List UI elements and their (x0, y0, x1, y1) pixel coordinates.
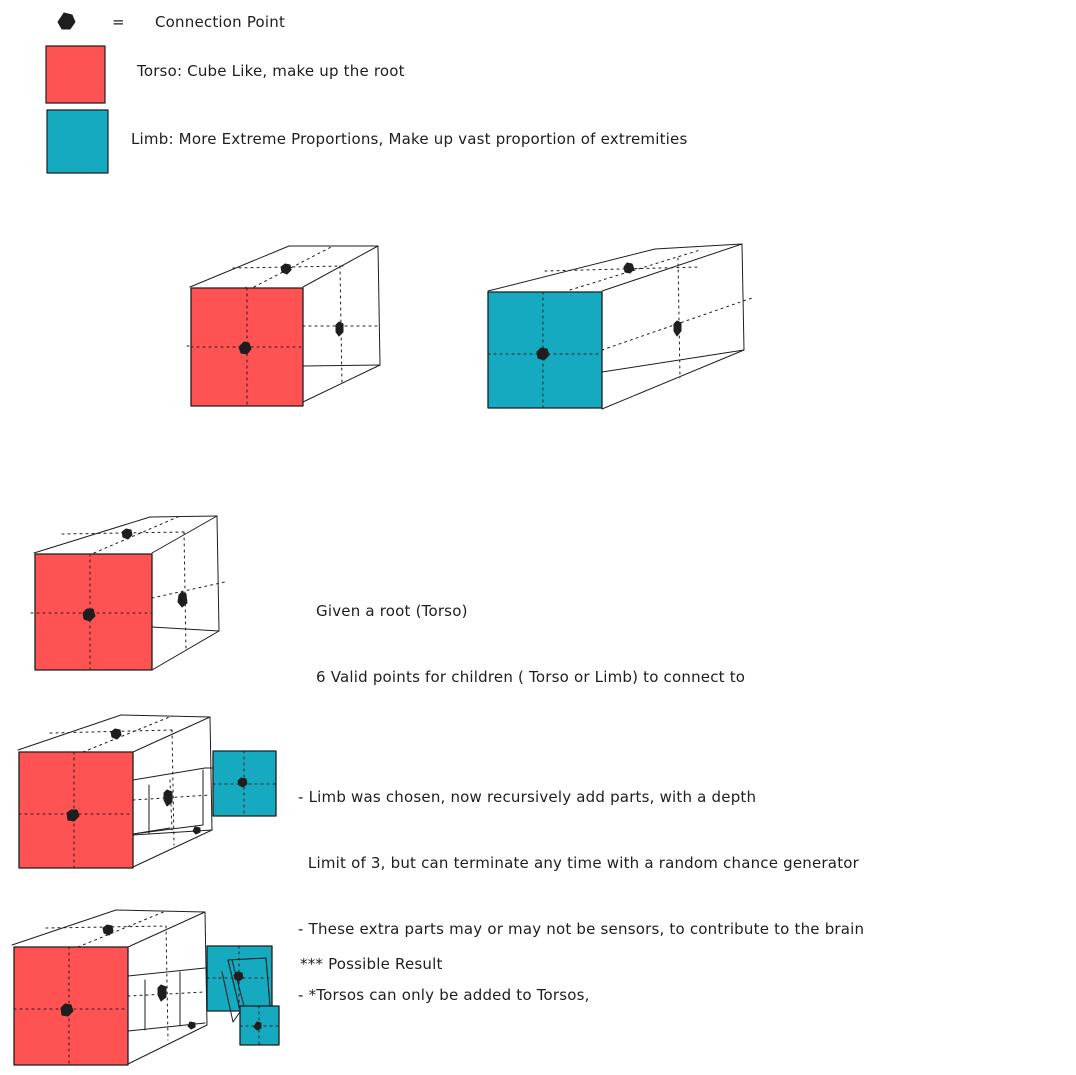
connection-point-icon (163, 789, 173, 807)
connection-point-icon (82, 608, 96, 622)
equals-sign: = (112, 13, 125, 31)
root-line: Given a root (Torso) (316, 602, 468, 620)
possible-result-diagram (11, 909, 280, 1066)
recursion-step-diagram (17, 714, 277, 869)
root-description: Given a root (Torso) 6 Valid points for … (316, 556, 745, 710)
connection-point-icon (253, 1021, 262, 1031)
connection-point-icon (673, 320, 682, 337)
root-torso-cube (30, 515, 226, 671)
torso-cube (186, 245, 381, 407)
connection-point-icon (102, 924, 114, 936)
root-line: 6 Valid points for children ( Torso or L… (316, 668, 746, 686)
connection-point-icon (157, 984, 167, 1002)
connection-point-icon (60, 1003, 74, 1017)
connection-point-icon (238, 341, 252, 355)
connection-point-icon (623, 262, 635, 274)
limb-legend-swatch (46, 109, 109, 174)
connection-point-icon (66, 809, 80, 822)
limb-box (487, 243, 753, 410)
connection-point-icon (192, 826, 201, 835)
connection-point-icon (177, 591, 188, 608)
connection-point-icon (237, 777, 248, 788)
connection-point-icon (280, 263, 292, 275)
connection-point-icon (233, 971, 244, 982)
torso-legend-swatch (45, 45, 106, 104)
recursion-description: - Limb was chosen, now recursively add p… (298, 742, 864, 1028)
connection-point-icon (121, 528, 133, 540)
connection-point-icon (335, 321, 344, 337)
connection-point-icon (536, 347, 550, 361)
limb-legend-label: Limb: More Extreme Proportions, Make up … (131, 130, 688, 148)
connection-point-icon (110, 728, 122, 740)
recursion-line: - These extra parts may or may not be se… (298, 920, 865, 938)
possible-result-label: *** Possible Result (300, 955, 443, 973)
connection-point-label: Connection Point (155, 13, 286, 31)
recursion-line: - *Torsos can only be added to Torsos, (298, 986, 590, 1004)
recursion-line: Limit of 3, but can terminate any time w… (298, 854, 860, 872)
connection-point-icon (187, 1021, 196, 1030)
connection-point-icon (57, 12, 76, 30)
recursion-line: - Limb was chosen, now recursively add p… (298, 788, 757, 806)
torso-legend-label: Torso: Cube Like, make up the root (137, 62, 405, 80)
